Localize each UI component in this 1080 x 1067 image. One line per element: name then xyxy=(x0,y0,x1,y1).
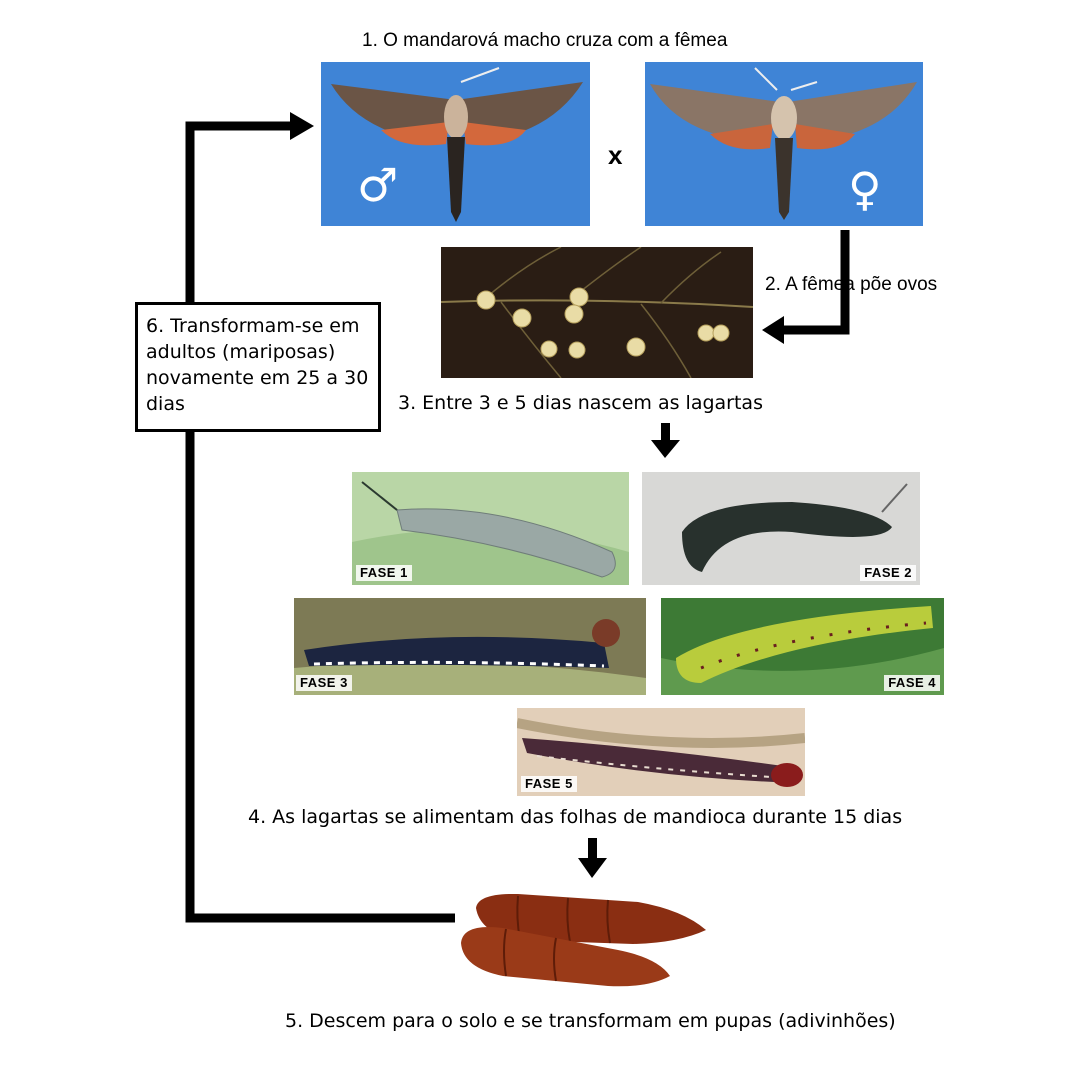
phase2-label: FASE 2 xyxy=(860,565,916,581)
phase1-label: FASE 1 xyxy=(356,565,412,581)
eggs-arrowhead xyxy=(762,316,784,344)
return-arrowhead xyxy=(290,112,314,140)
phase4-photo: FASE 4 xyxy=(661,598,944,695)
phase5-label: FASE 5 xyxy=(521,776,577,792)
phase5-photo: FASE 5 xyxy=(517,708,805,796)
male-symbol: ♂ xyxy=(357,158,399,212)
eggs-photo xyxy=(441,247,753,378)
cross-sign: x xyxy=(608,140,623,170)
step6-box: 6. Transformam-se em adultos (mariposas)… xyxy=(135,302,381,432)
phase3-label: FASE 3 xyxy=(296,675,352,691)
larvae-to-pupa-shaft xyxy=(588,838,597,860)
phase2-photo: FASE 2 xyxy=(642,472,920,585)
step6-text: 6. Transformam-se em adultos (mariposas)… xyxy=(146,315,369,415)
female-to-eggs-line xyxy=(782,230,850,335)
pupae-photo xyxy=(458,888,710,994)
female-symbol: ♀ xyxy=(848,162,882,216)
pupa-arrowhead xyxy=(578,858,607,878)
phase1-photo: FASE 1 xyxy=(352,472,629,585)
step3-caption: 3. Entre 3 e 5 dias nascem as lagartas xyxy=(398,392,763,414)
step2-caption: 2. A fêmea põe ovos xyxy=(765,274,938,295)
male-moth-photo: ♂ xyxy=(321,62,590,226)
eggs-to-larvae-shaft xyxy=(661,423,670,443)
female-moth-photo: ♀ xyxy=(645,62,923,226)
step5-caption: 5. Descem para o solo e se transformam e… xyxy=(285,1010,896,1032)
phase4-label: FASE 4 xyxy=(884,675,940,691)
larvae-arrowhead xyxy=(651,440,680,458)
step4-caption: 4. As lagartas se alimentam das folhas d… xyxy=(248,806,903,828)
return-loop-line xyxy=(185,121,455,923)
phase3-photo: FASE 3 xyxy=(294,598,646,695)
step1-caption: 1. O mandarová macho cruza com a fêmea xyxy=(362,30,728,51)
